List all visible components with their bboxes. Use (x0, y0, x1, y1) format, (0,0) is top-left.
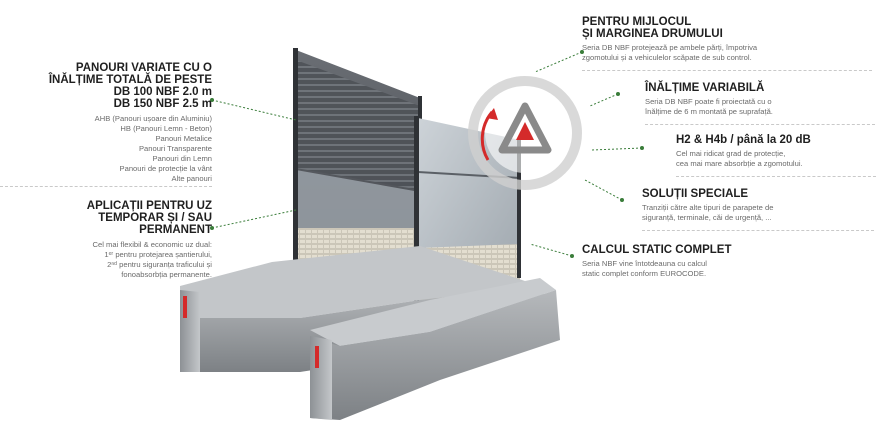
title-line: ÎNĂLȚIME VARIABILĂ (645, 82, 765, 94)
road-text: Seria DB NBF protejează pe ambele părți,… (582, 43, 872, 63)
left-callout-applications: APLICAȚII PENTRU UZ TEMPORAR ȘI / SAU PE… (0, 200, 212, 280)
special-title: SOLUȚII SPECIALE (642, 188, 874, 200)
list-item: AHB (Panouri ușoare din Aluminiu) (94, 114, 212, 123)
divider (0, 186, 212, 187)
list-item: Panouri Transparente (138, 144, 212, 153)
height-title: ÎNĂLȚIME VARIABILĂ (645, 82, 875, 94)
protection-title: H2 & H4b / până la 20 dB (676, 134, 876, 146)
title-line: H2 & H4b / până la 20 dB (676, 134, 811, 146)
left-callout-panels: PANOURI VARIATE CU O ÎNĂLȚIME TOTALĂ DE … (0, 62, 212, 184)
text-line: fonoabsorbția permanente. (121, 270, 212, 279)
right-callout-special: SOLUȚII SPECIALE Tranziții către alte ti… (642, 188, 874, 223)
text-line: Seria NBF vine întotdeauna cu calcul (582, 259, 707, 268)
text-line: înălțime de 6 m montată pe suprafață. (645, 107, 773, 116)
static-text: Seria NBF vine întotdeauna cu calcul sta… (582, 259, 872, 279)
panels-title: PANOURI VARIATE CU O ÎNĂLȚIME TOTALĂ DE … (0, 62, 212, 110)
title-line: ȘI MARGINEA DRUMULUI (582, 28, 723, 40)
text-line: Cel mai ridicat grad de protecție, (676, 149, 786, 158)
height-text: Seria DB NBF poate fi proiectată cu o în… (645, 97, 875, 117)
title-line: TEMPORAR ȘI / SAU (98, 212, 212, 224)
panel-types-list: AHB (Panouri ușoare din Aluminiu) HB (Pa… (0, 114, 212, 184)
static-title: CALCUL STATIC COMPLET (582, 244, 872, 256)
text-line: static complet conform EUROCODE. (582, 269, 707, 278)
text-line: zgomotului și a vehiculelor scăpate de s… (582, 53, 752, 62)
text-line: cea mai mare absorbție a zgomotului. (676, 159, 803, 168)
text-line: Seria DB NBF protejează pe ambele părți,… (582, 43, 758, 52)
right-callout-static: CALCUL STATIC COMPLET Seria NBF vine înt… (582, 244, 872, 279)
right-callout-height: ÎNĂLȚIME VARIABILĂ Seria DB NBF poate fi… (645, 82, 875, 117)
title-line: CALCUL STATIC COMPLET (582, 244, 732, 256)
right-callout-protection: H2 & H4b / până la 20 dB Cel mai ridicat… (676, 134, 876, 169)
safety-logo (468, 76, 582, 190)
title-line: PANOURI VARIATE CU O (75, 62, 212, 74)
title-line: SOLUȚII SPECIALE (642, 188, 749, 200)
divider (642, 230, 874, 231)
front-concrete-barrier (310, 278, 560, 420)
text-line: 1ᵉʳ pentru protejarea șantierului, (104, 250, 212, 259)
title-line: ÎNĂLȚIME TOTALĂ DE PESTE (48, 74, 212, 86)
title-line: DB 100 NBF 2.0 m (113, 86, 212, 98)
applications-text: Cel mai flexibil & economic uz dual: 1ᵉʳ… (0, 240, 212, 280)
special-text: Tranziții către alte tipuri de parapete … (642, 203, 874, 223)
text-line: siguranță, terminale, căi de urgență, ..… (642, 213, 772, 222)
protection-text: Cel mai ridicat grad de protecție, cea m… (676, 149, 876, 169)
right-callout-road: PENTRU MIJLOCUL ȘI MARGINEA DRUMULUI Ser… (582, 16, 872, 63)
applications-title: APLICAȚII PENTRU UZ TEMPORAR ȘI / SAU PE… (0, 200, 212, 236)
divider (645, 124, 875, 125)
text-line: Cel mai flexibil & economic uz dual: (92, 240, 212, 249)
text-line: 2ⁿᵈ pentru siguranța traficului și (107, 260, 212, 269)
title-line: APLICAȚII PENTRU UZ (86, 200, 212, 212)
list-item: HB (Panouri Lemn - Beton) (120, 124, 212, 133)
title-line: PENTRU MIJLOCUL (582, 16, 692, 28)
road-title: PENTRU MIJLOCUL ȘI MARGINEA DRUMULUI (582, 16, 872, 40)
divider (676, 176, 876, 177)
list-item: Panouri Metalice (155, 134, 212, 143)
text-line: Seria DB NBF poate fi proiectată cu o (645, 97, 772, 106)
title-line: DB 150 NBF 2.5 m (113, 98, 212, 110)
list-item: Alte panouri (171, 174, 212, 183)
title-line: PERMANENT (139, 224, 212, 236)
list-item: Panouri din Lemn (152, 154, 212, 163)
list-item: Panouri de protecție la vânt (119, 164, 212, 173)
divider (582, 70, 872, 71)
text-line: Tranziții către alte tipuri de parapete … (642, 203, 774, 212)
